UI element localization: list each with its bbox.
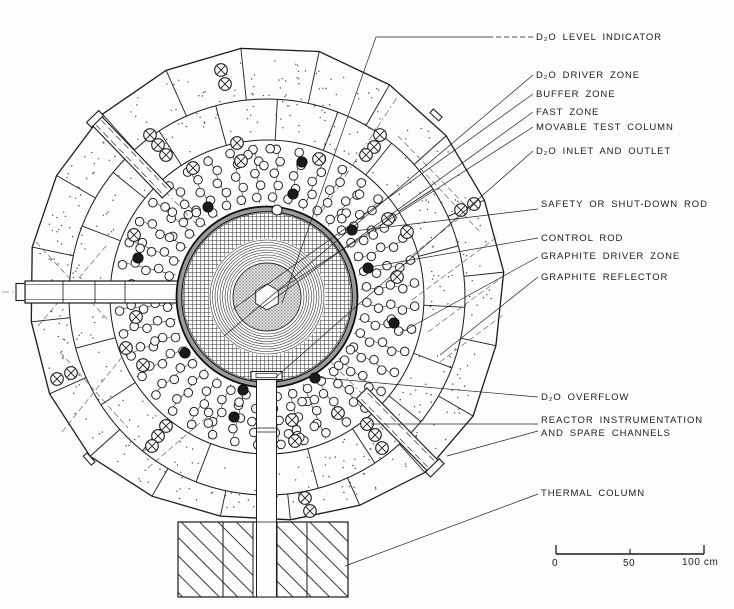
buffer-zone-ring <box>217 247 317 347</box>
rod-icon <box>237 384 249 396</box>
beam-tube-cap <box>15 282 26 302</box>
rod-icon <box>179 347 191 359</box>
label-d2o-overflow: D₂O OVERFLOW <box>541 392 630 403</box>
rod-icon <box>132 252 144 264</box>
d2o-inlet-outlet-fitting <box>250 370 283 381</box>
horizontal-beam-tube <box>15 280 179 304</box>
core-zones <box>182 212 352 382</box>
instrumentation-channel-symbols <box>50 63 481 518</box>
rod-icon <box>346 224 358 236</box>
scale-bar <box>555 545 705 555</box>
d2o-level-float <box>271 204 283 216</box>
label-buffer-zone: BUFFER ZONE <box>536 89 616 100</box>
buffer-zone-ring <box>222 252 312 342</box>
buffer-zone-ring <box>229 259 305 335</box>
leader-lines <box>223 36 539 567</box>
buffer-zone-ring <box>219 249 315 345</box>
label-reactor-instrumentation: REACTOR INSTRUMENTATION AND SPARE CHANNE… <box>541 414 703 440</box>
label-d2o-driver-zone: D₂O DRIVER ZONE <box>536 70 640 81</box>
label-graphite-driver-zone: GRAPHITE DRIVER ZONE <box>541 251 681 262</box>
buffer-zone-ring <box>214 244 320 350</box>
label-d2o-level-indicator: D₂O LEVEL INDICATOR <box>536 32 662 43</box>
buffer-zone-ring <box>212 242 322 352</box>
rod-icon <box>309 372 321 384</box>
reflector-outer-polygon <box>30 47 505 521</box>
rod-icon <box>202 201 214 213</box>
rod-icon <box>388 317 400 329</box>
label-movable-test-column: MOVABLE TEST COLUMN <box>536 122 674 133</box>
rod-icon <box>362 262 374 274</box>
label-reactor-instrumentation-line1: REACTOR INSTRUMENTATION <box>541 415 704 426</box>
label-d2o-inlet-outlet: D₂O INLET AND OUTLET <box>536 146 672 157</box>
label-thermal-column: THERMAL COLUMN <box>541 488 645 499</box>
buffer-zone-ring <box>209 239 325 355</box>
edge-stub <box>429 108 443 122</box>
scale-tick-100cm: 100 cm <box>682 557 719 568</box>
thermal-column <box>177 521 349 598</box>
label-control-rod: CONTROL ROD <box>541 233 624 244</box>
rod-icon <box>228 411 240 423</box>
buffer-zone-ring <box>227 257 307 337</box>
diagonal-channel-lower-right <box>330 361 445 478</box>
scale-tick-0: 0 <box>552 558 559 569</box>
rod-icon <box>296 156 308 168</box>
edge-stub <box>82 452 96 466</box>
scale-tick-50: 50 <box>623 558 636 569</box>
label-reactor-instrumentation-line2: AND SPARE CHANNELS <box>541 428 671 439</box>
label-fast-zone: FAST ZONE <box>536 107 600 118</box>
buffer-zone-ring <box>224 254 310 340</box>
rod-icon <box>287 188 299 200</box>
rod-position-symbols <box>132 156 400 423</box>
channel-dash-marks <box>2 95 504 469</box>
diagonal-channel-upper-left <box>85 109 198 226</box>
label-safety-shutdown-rod: SAFETY OR SHUT-DOWN ROD <box>541 199 708 210</box>
label-graphite-reflector: GRAPHITE REFLECTOR <box>541 272 669 283</box>
thermal-column-channel <box>250 370 283 598</box>
